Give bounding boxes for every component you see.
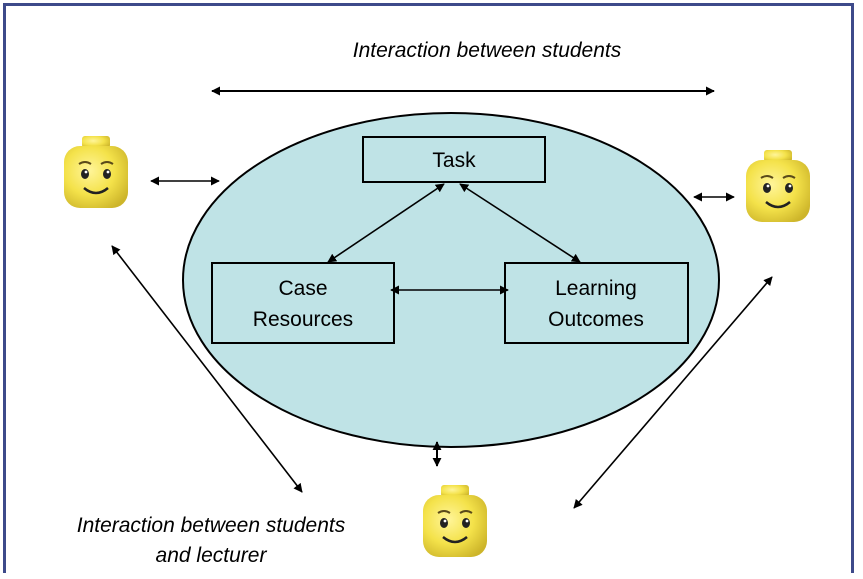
case-resources-box <box>211 262 395 344</box>
right-lecturer-arrow <box>573 276 773 509</box>
student-left-icon <box>62 134 130 210</box>
case-label-line1: Case <box>278 277 327 300</box>
bottom-caption-line1: Interaction between students <box>77 514 346 537</box>
learning-label-line2: Outcomes <box>548 308 644 331</box>
learning-outcomes-box <box>504 262 689 344</box>
case-label-line2: Resources <box>253 308 353 331</box>
learning-label-line1: Learning <box>555 277 637 300</box>
diagram-frame <box>3 3 854 573</box>
task-box <box>362 136 546 183</box>
left-lecturer-arrow <box>111 245 303 493</box>
bottom-caption-line2: and lecturer <box>156 544 268 567</box>
task-outcomes-arrow <box>459 183 581 263</box>
task-label: Task <box>432 149 476 172</box>
task-case-arrow <box>327 183 445 263</box>
lecturer-icon <box>421 483 489 559</box>
student-right-icon <box>744 148 812 224</box>
top-caption: Interaction between students <box>353 39 622 62</box>
